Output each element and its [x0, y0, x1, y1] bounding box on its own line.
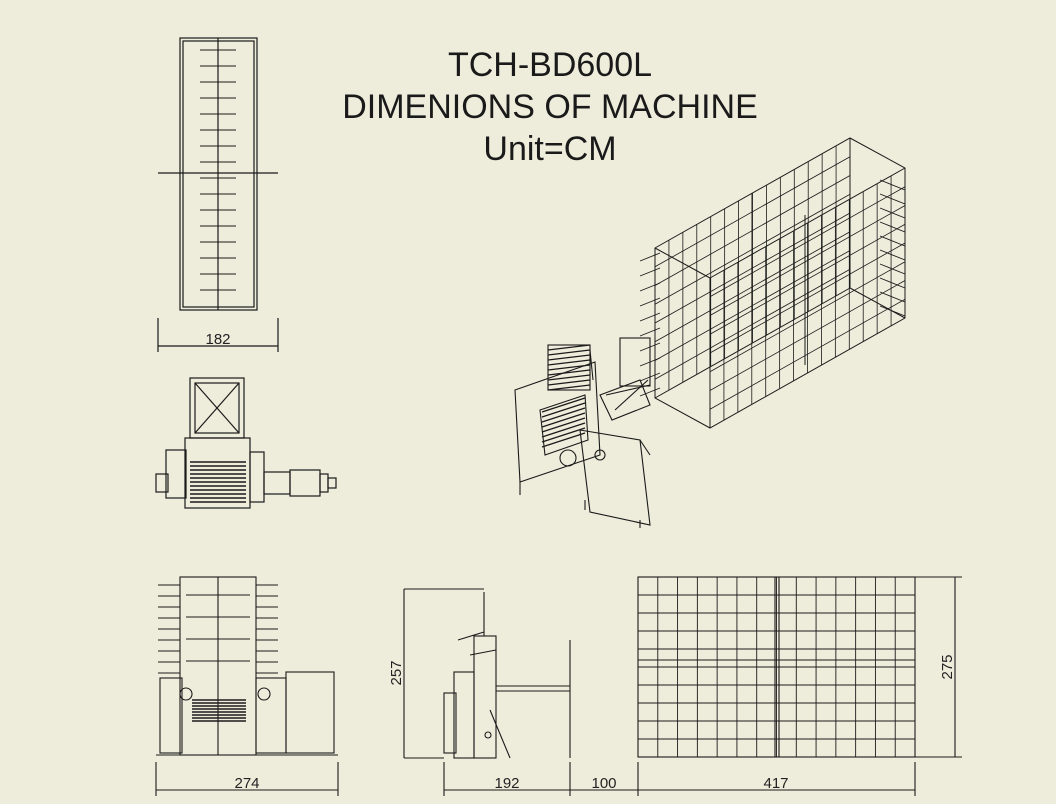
machine-plan-view — [155, 377, 337, 509]
creel-top-view — [157, 37, 279, 352]
unit-label: Unit=CM — [483, 130, 617, 168]
machine-side-view — [403, 588, 639, 796]
drawing-subtitle: DIMENIONS OF MACHINE — [342, 88, 758, 126]
dim-gap: 100 — [591, 775, 616, 792]
dim-creel-height: 275 — [939, 654, 956, 679]
dim-machine-front-width: 274 — [234, 775, 259, 792]
machine-front-view — [155, 576, 339, 796]
dim-creel-top-width: 182 — [205, 331, 230, 348]
machine-isometric-view — [514, 337, 651, 528]
creel-side-view — [637, 576, 962, 796]
dim-machine-side-depth: 192 — [494, 775, 519, 792]
dim-creel-length: 417 — [763, 775, 788, 792]
creel-isometric-view — [639, 137, 906, 429]
dim-side-height: 257 — [388, 660, 405, 685]
model-title: TCH-BD600L — [447, 46, 653, 84]
